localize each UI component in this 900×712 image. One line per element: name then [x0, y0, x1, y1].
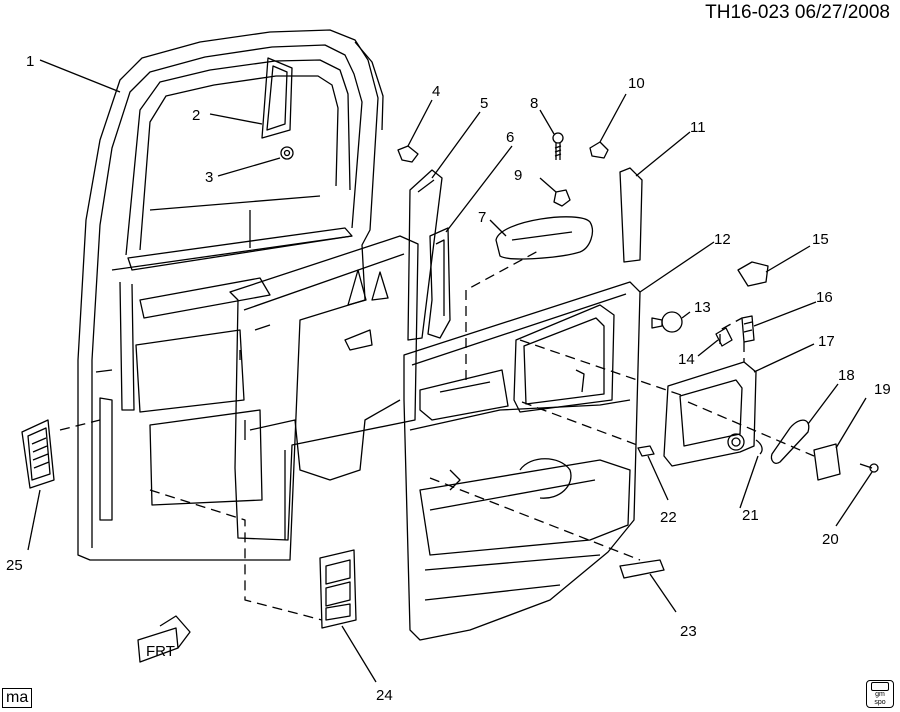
callout-5: 5: [480, 95, 488, 112]
callout-6: 6: [506, 129, 514, 146]
switch-panel: [319, 549, 357, 629]
callout-18: 18: [838, 367, 855, 384]
handle-cover: [813, 443, 841, 481]
front-direction-arrow: FRT: [137, 615, 191, 663]
callout-16: 16: [816, 289, 833, 306]
callout-7: 7: [478, 209, 486, 226]
callout-numbers: 1 2 3 4 5 6 7 8 9 10 11 12 13 14 15 16 1…: [6, 53, 891, 704]
escutcheon-clip: [589, 141, 609, 159]
diagram-code: TH16-023 06/27/2008: [705, 2, 890, 23]
callout-22: 22: [660, 509, 677, 526]
leader-lines: [27, 59, 873, 683]
trim-strip: [619, 559, 665, 579]
callout-17: 17: [818, 333, 835, 350]
window-crank-escutcheon: [727, 433, 763, 455]
callout-23: 23: [680, 623, 697, 640]
callout-11: 11: [690, 119, 706, 136]
plug: [651, 311, 683, 333]
molding-strip-front: [407, 169, 443, 341]
callout-10: 10: [628, 75, 645, 92]
front-arrow-label: FRT: [146, 643, 175, 660]
lock-rod: [741, 315, 755, 343]
callout-12: 12: [714, 231, 731, 248]
callout-2: 2: [192, 107, 200, 124]
callout-3: 3: [205, 169, 213, 186]
callout-21: 21: [742, 507, 759, 524]
callout-8: 8: [530, 95, 538, 112]
callout-4: 4: [432, 83, 440, 100]
retainer-nut: [553, 189, 571, 207]
speaker-grille: [21, 419, 55, 489]
pull-handle: [495, 216, 594, 260]
assembly-lines: [59, 249, 815, 621]
callout-13: 13: [694, 299, 711, 316]
callout-25: 25: [6, 557, 23, 574]
window-vent-glass: [261, 57, 293, 139]
water-deflector: [229, 235, 419, 541]
callout-9: 9: [514, 167, 522, 184]
retainer-clip: [397, 145, 419, 163]
connector-clip: [715, 327, 733, 347]
callout-1: 1: [26, 53, 34, 70]
door-trim-panel: [403, 281, 641, 641]
molding-strip-rear: [427, 227, 451, 339]
handle-bezel: [663, 361, 757, 467]
lock-knob: [737, 261, 769, 287]
footer-code: ma: [2, 688, 33, 708]
callout-24: 24: [376, 687, 393, 704]
callout-20: 20: [822, 531, 839, 548]
handle-screw: [859, 463, 879, 473]
inside-handle: [770, 419, 810, 464]
garnish-molding: [619, 167, 643, 263]
callout-14: 14: [678, 351, 695, 368]
callout-19: 19: [874, 381, 891, 398]
grommet-nut: [280, 146, 294, 160]
panel-clip: [637, 445, 655, 457]
screw: [552, 132, 564, 160]
door-frame: [77, 29, 384, 561]
callout-15: 15: [812, 231, 829, 248]
